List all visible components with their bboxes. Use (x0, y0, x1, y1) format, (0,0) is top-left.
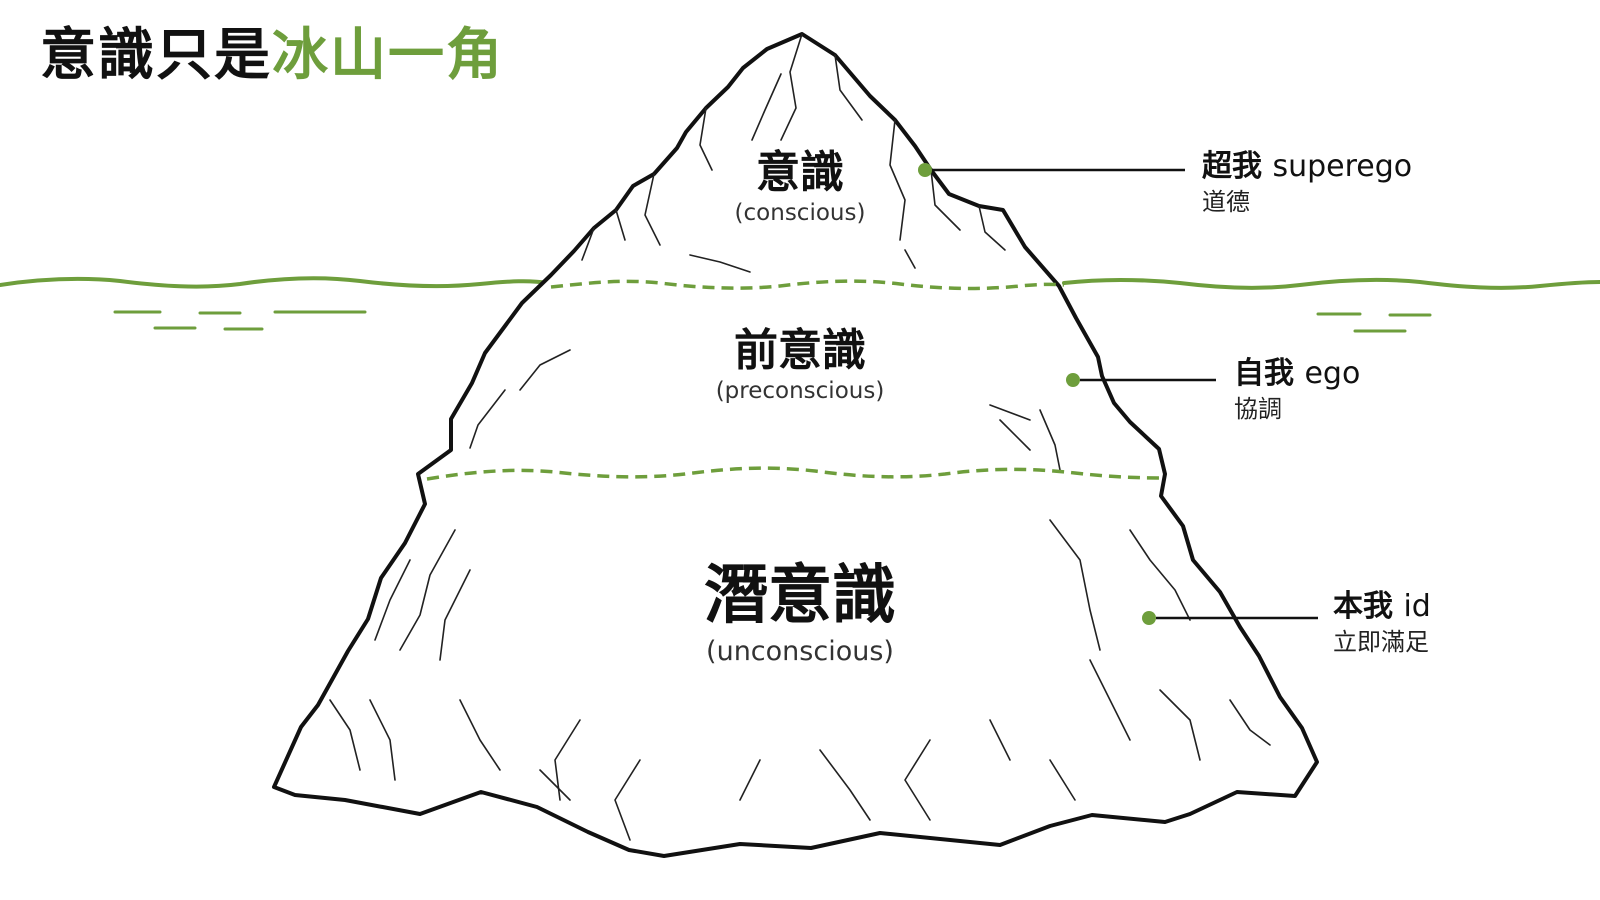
id-callout: 本我 id 立即滿足 (1333, 588, 1431, 658)
superego-name: 超我 (1202, 149, 1262, 184)
conscious-sublabel: (conscious) (734, 199, 866, 226)
superego-pointer (918, 163, 1185, 177)
id-name-row: 本我 id (1333, 588, 1431, 626)
ego-description: 協調 (1234, 394, 1282, 423)
superego-description: 道德 (1202, 187, 1250, 216)
page-title: 意識只是冰山一角 (40, 22, 504, 89)
id-pointer (1142, 611, 1318, 625)
unconscious-label: 潛意識 (704, 559, 896, 633)
preconscious-layer-label: 前意識 (preconscious) (715, 325, 885, 406)
ego-name: 自我 (1234, 356, 1294, 391)
preconscious-unconscious-boundary (426, 466, 1164, 481)
ego-callout: 自我 ego 協調 (1234, 355, 1360, 425)
superego-name-row: 超我 superego (1202, 148, 1412, 186)
ego-pointer (1066, 373, 1216, 387)
superego-english: superego (1272, 149, 1413, 184)
ego-english: ego (1304, 356, 1361, 391)
unconscious-layer-label: 潛意識 (unconscious) (704, 559, 896, 669)
unconscious-sublabel: (unconscious) (706, 635, 894, 667)
water-ripples (113, 310, 1432, 333)
conscious-preconscious-boundary (550, 279, 1065, 291)
iceberg-outline (272, 32, 1319, 858)
iceberg-cracks (329, 33, 1271, 841)
preconscious-sublabel: (preconscious) (715, 377, 885, 404)
title-main: 意識只是 (40, 23, 272, 88)
conscious-layer-label: 意識 (conscious) (734, 147, 866, 228)
id-english: id (1403, 589, 1431, 624)
title-accent: 冰山一角 (272, 23, 504, 88)
water-line (0, 276, 1600, 290)
conscious-label: 意識 (756, 147, 844, 198)
ego-name-row: 自我 ego (1234, 355, 1360, 393)
id-description: 立即滿足 (1333, 627, 1429, 656)
id-name: 本我 (1333, 589, 1393, 624)
superego-callout: 超我 superego 道德 (1202, 148, 1412, 218)
preconscious-label: 前意識 (734, 325, 866, 376)
